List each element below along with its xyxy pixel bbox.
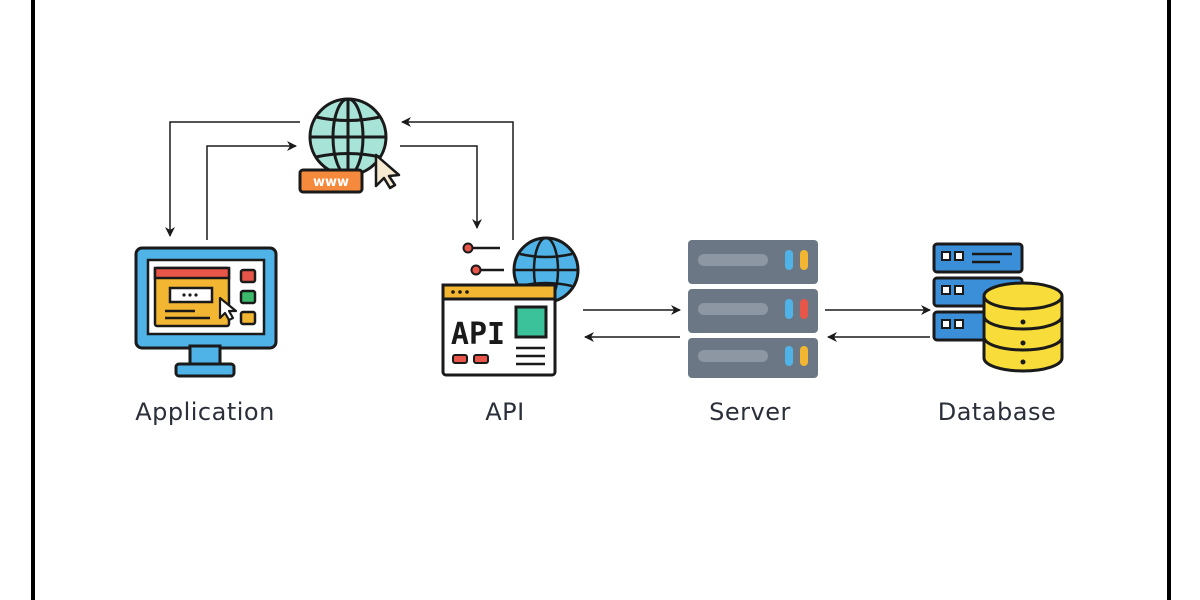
connector-arrows <box>165 117 931 342</box>
api-label: API <box>485 398 525 426</box>
server-label: Server <box>709 398 791 426</box>
desktop-app-icon <box>134 246 278 378</box>
www-badge-text: www <box>313 175 349 190</box>
api-badge-text: API <box>451 317 505 352</box>
arrow-application-to-internet <box>206 141 297 240</box>
arrow-internet-to-application <box>165 121 300 237</box>
arrow-api-to-internet <box>401 117 514 240</box>
cursor-icon <box>374 153 401 190</box>
arrow-internet-to-api <box>400 145 482 229</box>
application-label: Application <box>135 398 275 426</box>
api-window-icon: API <box>441 236 580 377</box>
database-label: Database <box>937 398 1057 426</box>
server-rack-icon <box>688 240 818 378</box>
page-border <box>31 0 1171 600</box>
database-icon <box>932 242 1064 373</box>
globe-www-icon: www <box>298 97 401 194</box>
